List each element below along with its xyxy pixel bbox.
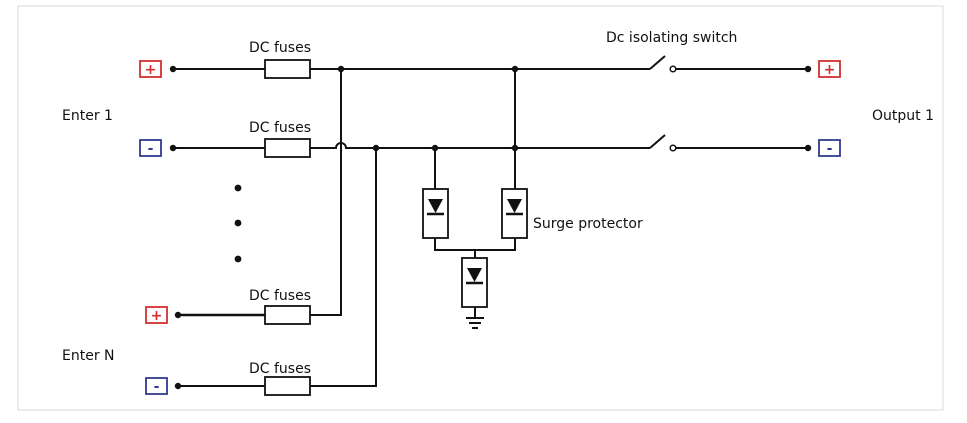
fuse-label-1: DC fuses [249,40,311,56]
output-1-label: Output 1 [872,108,934,124]
fuse-label-3: DC fuses [249,288,311,304]
junction-dot [169,144,177,152]
fuse-label-4: DC fuses [249,361,311,377]
isolating-switch-icon [649,134,677,152]
ground-icon [466,317,484,329]
enter-1-label: Enter 1 [62,108,113,124]
isolating-switch-icon [649,55,677,73]
junction-dot [511,65,519,73]
wire-input-n-positive-to-bus [310,69,342,316]
surge-protector-icon [501,188,528,239]
fuse-icon [264,376,311,396]
fuse-icon [264,305,311,325]
fuse-label-2: DC fuses [249,120,311,136]
junction-dot [372,144,380,152]
terminal-input-1-positive-symbol: + [145,62,157,78]
junction-dot [431,144,439,152]
junction-dot [511,144,519,152]
junction-dot [804,144,812,152]
terminal-input-1-negative-symbol: - [148,141,154,157]
terminal-input-n-negative: - [145,377,168,395]
enter-n-label: Enter N [62,348,115,364]
vertical-ellipsis-icon [234,184,242,263]
terminal-input-n-positive: + [145,306,168,324]
terminal-input-n-positive-symbol: + [151,308,163,324]
surge-protector-label: Surge protector [533,216,643,232]
terminal-output-positive-symbol: + [824,62,836,78]
terminal-input-n-negative-symbol: - [154,379,160,395]
terminal-output-negative-symbol: - [827,141,833,157]
terminal-input-1-negative: - [139,139,162,157]
diagram-frame [17,5,944,411]
junction-dot [169,65,177,73]
surge-protector-icon [422,188,449,239]
wire-input-n-negative-to-bus [310,148,377,387]
junction-dot [174,382,182,390]
terminal-output-positive: + [818,60,841,78]
terminal-output-negative: - [818,139,841,157]
surge-protector-icon [461,257,488,308]
fuse-icon [264,59,311,79]
junction-dot [174,311,182,319]
fuse-icon [264,138,311,158]
junction-dot [337,65,345,73]
terminal-input-1-positive: + [139,60,162,78]
junction-dot [804,65,812,73]
isolating-switch-label: Dc isolating switch [606,30,737,46]
